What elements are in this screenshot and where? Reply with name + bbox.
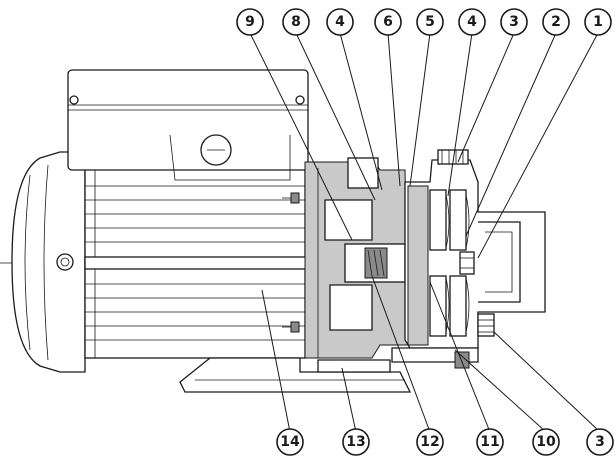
callout-3-bottom: 3	[586, 428, 614, 456]
svg-text:1: 1	[593, 14, 603, 30]
svg-text:3: 3	[595, 434, 605, 450]
svg-text:9: 9	[245, 14, 255, 30]
svg-text:2: 2	[551, 14, 561, 30]
svg-text:13: 13	[346, 434, 365, 450]
motor-fan-cover	[11, 151, 86, 373]
suction-inlet	[478, 221, 521, 303]
svg-text:3: 3	[509, 14, 519, 30]
callout-4-left: 4	[326, 8, 354, 36]
callout-10: 10	[532, 428, 560, 456]
svg-text:4: 4	[335, 14, 345, 30]
callout-3-top: 3	[500, 8, 528, 36]
svg-text:14: 14	[280, 434, 300, 450]
terminal-screw-icon	[56, 253, 74, 271]
callout-12: 12	[416, 428, 444, 456]
callout-6: 6	[374, 8, 402, 36]
svg-text:11: 11	[480, 434, 499, 450]
callout-4-right: 4	[458, 8, 486, 36]
callout-1: 1	[584, 8, 612, 36]
callout-5: 5	[416, 8, 444, 36]
impeller-stage-right	[449, 189, 470, 337]
pump-casing	[404, 149, 546, 349]
svg-text:12: 12	[420, 434, 439, 450]
svg-text:10: 10	[536, 434, 556, 450]
drain-plug-icon	[477, 313, 495, 337]
leader-lines	[249, 32, 601, 433]
svg-text:4: 4	[467, 14, 477, 30]
bracket-bolt-icon	[282, 192, 300, 333]
svg-text:6: 6	[383, 14, 393, 30]
svg-text:5: 5	[425, 14, 435, 30]
mechanical-seal	[344, 243, 406, 283]
terminal-box	[67, 69, 309, 181]
callout-9: 9	[236, 8, 264, 36]
callout-14: 14	[276, 428, 304, 456]
callout-2: 2	[542, 8, 570, 36]
callout-13: 13	[342, 428, 370, 456]
impeller-nut-icon	[459, 251, 475, 275]
svg-text:8: 8	[291, 14, 301, 30]
motor-base	[179, 357, 412, 393]
callout-8: 8	[282, 8, 310, 36]
callout-11: 11	[476, 428, 504, 456]
